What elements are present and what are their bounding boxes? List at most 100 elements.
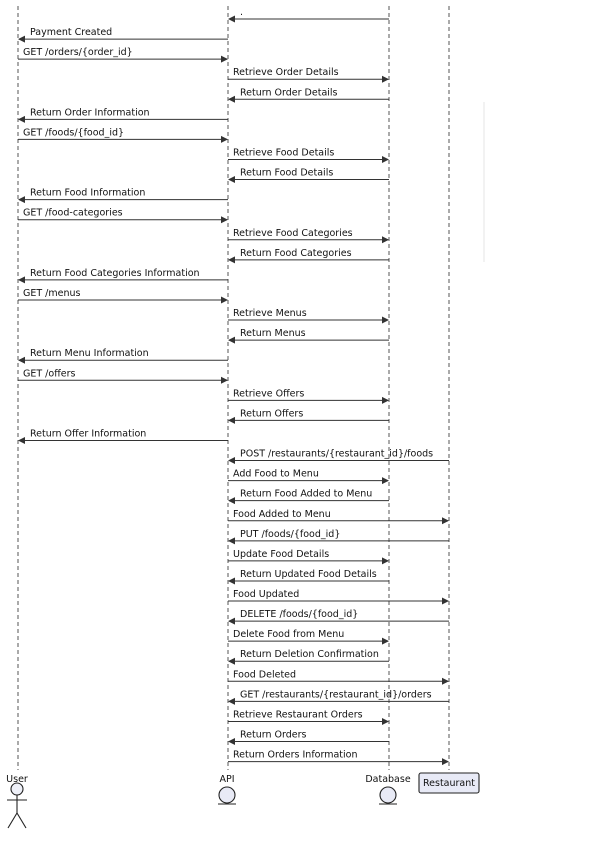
arrow-head	[382, 717, 389, 725]
arrow-head	[228, 336, 235, 344]
message-label: POST /restaurants/{restaurant_id}/foods	[240, 449, 433, 460]
arrow-head	[228, 697, 235, 705]
arrow-head	[18, 356, 25, 364]
message-label: .	[240, 7, 243, 18]
arrow-head	[442, 597, 449, 605]
arrow-head	[228, 577, 235, 585]
message-label: Return Deletion Confirmation	[240, 649, 379, 660]
message-label: Return Order Details	[240, 87, 338, 98]
message-label: Retrieve Food Details	[233, 147, 334, 158]
message: GET /foods/{food_id}	[18, 127, 228, 143]
message-label: Return Orders Information	[233, 750, 358, 761]
arrow-head	[228, 657, 235, 665]
message: Return Order Details	[228, 87, 389, 103]
message-label: Return Food Information	[30, 188, 145, 199]
message-label: Return Offers	[240, 408, 303, 419]
message-label: Delete Food from Menu	[233, 629, 344, 640]
arrow-head	[382, 637, 389, 645]
message-label: Return Food Added to Menu	[240, 489, 372, 500]
message-label: Retrieve Menus	[233, 308, 307, 319]
message-label: PUT /foods/{food_id}	[240, 529, 340, 540]
message: Return Offer Information	[18, 428, 228, 444]
message: GET /food-categories	[18, 208, 228, 224]
arrow-head	[228, 95, 235, 103]
arrow-head	[221, 296, 228, 304]
arrow-head	[18, 35, 25, 43]
message-label: DELETE /foods/{food_id}	[240, 609, 358, 620]
message-label: Return Order Information	[30, 107, 150, 118]
arrow-head	[382, 557, 389, 565]
message: Retrieve Order Details	[228, 67, 389, 83]
message: Retrieve Food Details	[228, 147, 389, 163]
message: .	[228, 7, 389, 23]
message: GET /restaurants/{restaurant_id}/orders	[228, 689, 449, 705]
arrow-head	[228, 416, 235, 424]
message-label: Return Orders	[240, 730, 307, 741]
message: GET /offers	[18, 368, 228, 384]
message-label: Retrieve Order Details	[233, 67, 339, 78]
message-label: Return Food Categories	[240, 248, 352, 259]
lifelines	[17, 6, 450, 770]
arrow-head	[228, 738, 235, 746]
message-label: GET /offers	[23, 368, 75, 379]
arrow-head	[228, 15, 235, 23]
message: Return Food Information	[18, 188, 228, 204]
arrow-head	[221, 135, 228, 143]
message: Add Food to Menu	[228, 469, 389, 485]
participant-database: Database	[365, 774, 411, 805]
arrow-head	[442, 758, 449, 766]
message: Return Orders	[228, 730, 389, 746]
message: Return Food Categories	[228, 248, 389, 264]
message: Food Updated	[228, 589, 449, 605]
message: Return Order Information	[18, 107, 228, 123]
message-label: GET /orders/{order_id}	[23, 47, 133, 58]
message: Delete Food from Menu	[228, 629, 389, 645]
arrow-head	[382, 236, 389, 244]
arrow-head	[382, 155, 389, 163]
message-label: GET /restaurants/{restaurant_id}/orders	[240, 689, 432, 700]
arrow-head	[228, 537, 235, 545]
message-label: Return Offer Information	[30, 428, 146, 439]
message: PUT /foods/{food_id}	[228, 529, 449, 545]
entity-icon	[218, 786, 236, 805]
participant-restaurant: Restaurant	[418, 772, 480, 794]
arrow-head	[228, 617, 235, 625]
message-label: GET /menus	[23, 288, 81, 299]
participant-database-label: Database	[365, 774, 410, 785]
arrow-head	[221, 216, 228, 224]
message: Return Food Categories Information	[18, 268, 228, 284]
message: Return Offers	[228, 408, 389, 424]
arrow-head	[228, 256, 235, 264]
message-label: Return Menu Information	[30, 348, 149, 359]
message: Retrieve Food Categories	[228, 228, 389, 244]
entity-icon	[379, 786, 397, 805]
participant-api-label: API	[219, 774, 234, 785]
arrow-head	[18, 196, 25, 204]
message: Retrieve Menus	[228, 308, 389, 324]
arrow-head	[18, 436, 25, 444]
message-label: Retrieve Offers	[233, 388, 304, 399]
arrow-head	[382, 396, 389, 404]
arrow-head	[382, 316, 389, 324]
participant-user-label: User	[6, 774, 28, 785]
message: GET /menus	[18, 288, 228, 304]
participant-box	[418, 772, 480, 794]
message: DELETE /foods/{food_id}	[228, 609, 449, 625]
arrow-head	[228, 176, 235, 184]
arrow-head	[221, 376, 228, 384]
message: Return Food Details	[228, 168, 389, 184]
message-label: Return Menus	[240, 328, 306, 339]
participant-user: User	[6, 774, 28, 829]
participant-api: API	[218, 774, 236, 805]
message: Return Food Added to Menu	[228, 489, 389, 505]
message-label: Add Food to Menu	[233, 469, 319, 480]
message-label: GET /food-categories	[23, 208, 123, 219]
message: Return Menu Information	[18, 348, 228, 364]
message: POST /restaurants/{restaurant_id}/foods	[228, 449, 449, 465]
arrow-head	[228, 457, 235, 465]
message: Update Food Details	[228, 549, 389, 565]
message-label: Update Food Details	[233, 549, 329, 560]
message: Return Deletion Confirmation	[228, 649, 389, 665]
message: Return Updated Food Details	[228, 569, 389, 585]
message-label: Food Updated	[233, 589, 299, 600]
